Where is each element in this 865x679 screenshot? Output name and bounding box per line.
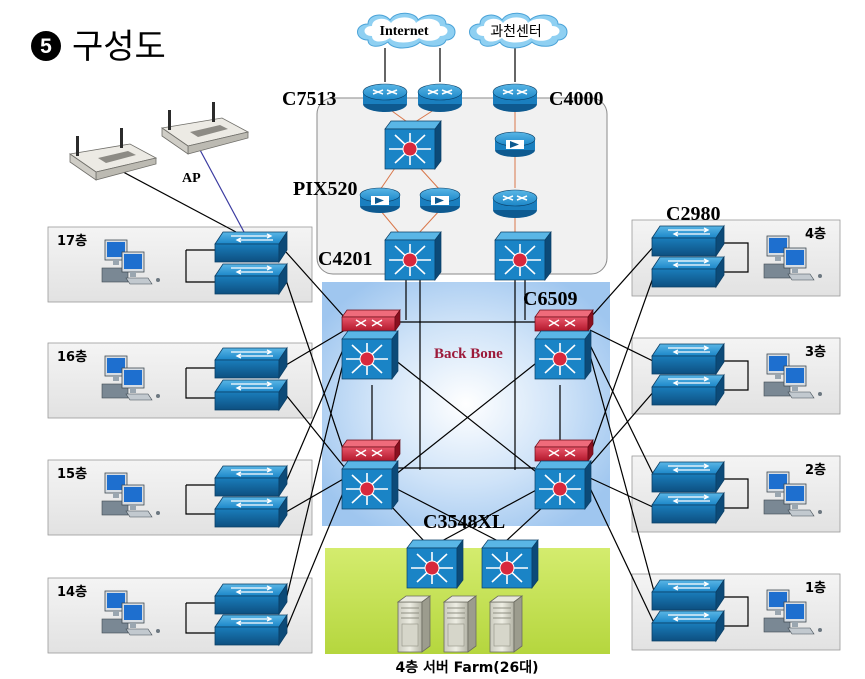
c4201-right-switch-icon <box>494 231 552 281</box>
floor-2: 2층 <box>651 461 826 524</box>
floor-label-2: 2층 <box>805 462 826 478</box>
c3548xl-b-switch-icon <box>481 539 539 589</box>
floor-4-switch-b-icon <box>651 256 725 288</box>
label-c4000: C4000 <box>549 88 603 110</box>
floor-3-switch-b-icon <box>651 374 725 406</box>
floor-label-1: 1층 <box>805 580 826 596</box>
center-label: 과천센터 <box>490 24 542 40</box>
core-tl-router-blade-icon <box>341 309 401 332</box>
internet-label: Internet <box>380 24 429 39</box>
core-tr-switch-icon <box>534 330 592 380</box>
floor-2-switch-a-icon <box>651 461 725 493</box>
server-1-icon <box>397 595 431 653</box>
floor-3: 3층 <box>651 343 826 406</box>
server-farm-label: 4층 서버 Farm(26대) <box>396 659 539 676</box>
floor-16: 16층 <box>57 347 288 411</box>
label-pix520: PIX520 <box>293 178 357 200</box>
server-3-icon <box>489 595 523 653</box>
floor-2-switch-b-icon <box>651 492 725 524</box>
pix520-a-icon <box>359 187 401 214</box>
title-number-badge <box>31 31 61 61</box>
floor-1: 1층 <box>651 579 826 642</box>
floor-label-17: 17층 <box>57 233 87 249</box>
center-cloud: 과천센터 <box>469 12 568 49</box>
floor-17-switch-b-icon <box>214 263 288 295</box>
core-bl-router-blade-icon <box>341 439 401 462</box>
label-c6509: C6509 <box>523 288 577 310</box>
pix520-b-icon <box>419 187 461 214</box>
label-c4201: C4201 <box>318 248 372 270</box>
floor-label-15: 15층 <box>57 466 87 482</box>
label-c7513: C7513 <box>282 88 336 110</box>
floor-4: 4층 <box>651 225 826 288</box>
floor-14: 14층 <box>57 583 288 646</box>
router-c7513-a-icon <box>362 83 408 113</box>
label-c3548xl: C3548XL <box>423 511 505 533</box>
connection-lines <box>109 48 749 634</box>
core-br-switch-icon <box>534 460 592 510</box>
floor-14-switch-b-icon <box>214 614 288 646</box>
core-br-router-blade-icon <box>534 439 594 462</box>
floor-3-switch-a-icon <box>651 343 725 375</box>
floor-label-16: 16층 <box>57 349 87 365</box>
internet-cloud: Internet <box>357 12 456 49</box>
floor-15-switch-b-icon <box>214 496 288 528</box>
backbone-label: Back Bone <box>434 346 503 362</box>
floor-1-switch-b-icon <box>651 610 725 642</box>
wireless-ap-1-icon <box>69 127 157 181</box>
floor-4-switch-a-icon <box>651 225 725 257</box>
page-title: 5 구성도 <box>31 27 166 67</box>
core-tl-switch-icon <box>341 330 399 380</box>
server-2-icon <box>443 595 477 653</box>
edge-multilayer-switch-icon <box>384 120 442 170</box>
wireless-ap-2-icon <box>161 101 249 155</box>
floor-label-3: 3층 <box>805 344 826 360</box>
floor-15: 15층 <box>57 465 288 528</box>
edge-router-right-icon <box>492 189 538 219</box>
c3548xl-a-switch-icon <box>406 539 464 589</box>
floor-1-switch-a-icon <box>651 579 725 611</box>
floor-16-switch-a-icon <box>214 347 288 379</box>
router-c4000-icon <box>492 83 538 113</box>
floor-16-switch-b-icon <box>214 379 288 411</box>
label-c2980: C2980 <box>666 203 720 225</box>
floor-label-4: 4층 <box>805 226 826 242</box>
core-tr-router-blade-icon <box>534 309 594 332</box>
core-bl-switch-icon <box>341 460 399 510</box>
floor-15-switch-a-icon <box>214 465 288 497</box>
floor-label-14: 14층 <box>57 584 87 600</box>
label-ap: AP <box>182 171 201 186</box>
router-c7513-b-icon <box>417 83 463 113</box>
floor-14-switch-a-icon <box>214 583 288 615</box>
title-number: 5 <box>40 35 52 58</box>
title-text: 구성도 <box>72 27 166 67</box>
floor-17: 17층 <box>57 231 288 295</box>
floor-17-switch-a-icon <box>214 231 288 263</box>
c4000-firewall-icon <box>494 131 536 158</box>
c4201-switch-icon <box>384 231 442 281</box>
